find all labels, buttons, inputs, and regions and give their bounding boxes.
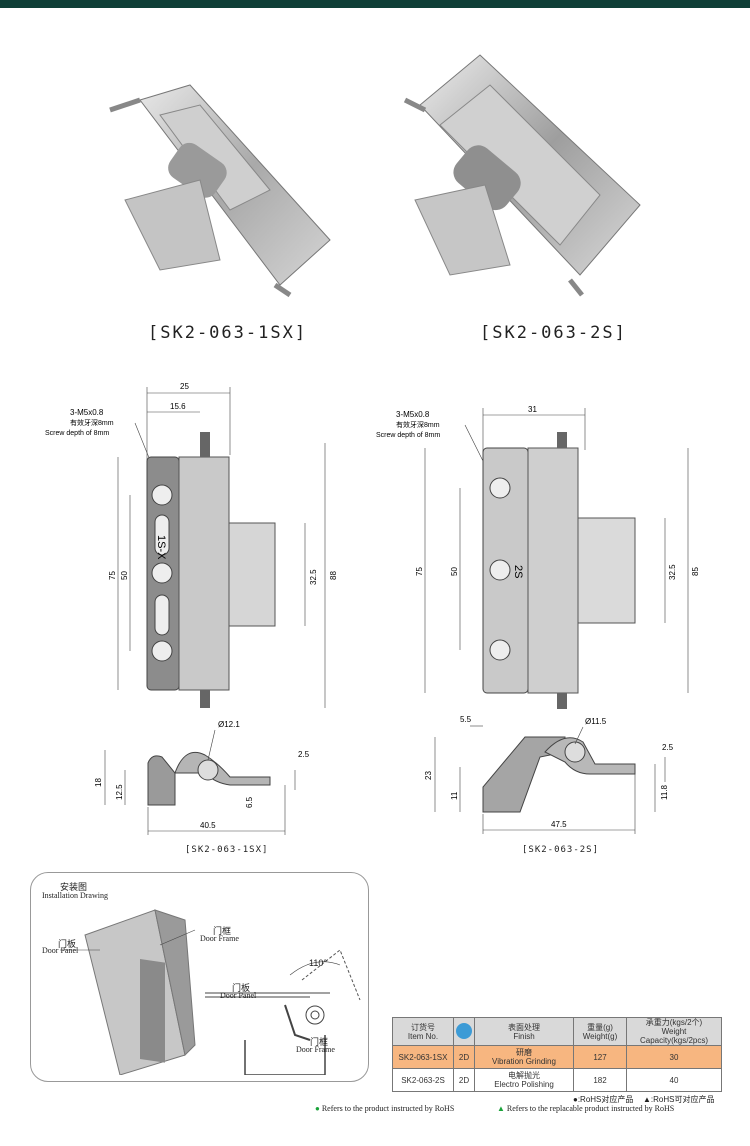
header-finish-code <box>453 1017 475 1046</box>
dim-47-5: 47.5 <box>551 820 567 829</box>
technical-drawing-2s: 31 3-M5x0.8 有效牙深8mm Screw depth of 8mm 2… <box>376 405 700 709</box>
dim-dia-11-5: Ø11.5 <box>585 717 607 726</box>
installation-drawing-box <box>30 872 369 1082</box>
dim-inner-width: 15.6 <box>170 402 186 411</box>
screw-note2-line1: 3-M5x0.8 <box>396 410 430 419</box>
legend-rohs-cn: ●:RoHS对应产品 <box>573 1095 634 1104</box>
dim-11-8: 11.8 <box>660 784 669 800</box>
door-panel2-label-cn: 门板 <box>232 983 251 993</box>
angle-label: 110° <box>309 958 327 968</box>
dim-dia-12-1: Ø12.1 <box>218 720 240 729</box>
dim-85: 85 <box>691 567 700 576</box>
side-text-2: 2S <box>512 565 524 578</box>
section-caption-2s: [SK2-063-2S] <box>522 845 600 855</box>
product-caption-2s: [SK2-063-2S] <box>480 323 627 343</box>
header-capacity: 承重力(kgs/2个)Weight Capacity(kgs/2pcs) <box>626 1017 722 1046</box>
dim-t2-5: 2.5 <box>298 750 310 759</box>
screw-note2-line2: 有效牙深8mm <box>396 420 440 429</box>
section-view-2s: 47.5 5.5 Ø11.5 2.5 23 11 11.8 <box>424 715 674 834</box>
installation-illustration <box>60 909 361 1075</box>
door-panel2-label-en: Door Panel <box>220 991 257 1000</box>
legend-rohs-en: ● Refers to the product instructed by Ro… <box>315 1104 455 1113</box>
dim-5-5: 5.5 <box>460 715 472 724</box>
dim-6-5: 6.5 <box>245 796 254 808</box>
door-frame-label-cn: 门框 <box>213 926 232 936</box>
rohs-dot-icon: ● <box>315 1104 320 1113</box>
dim-top-width: 25 <box>180 382 189 391</box>
legend-replace-cn: ▲:RoHS可对应产品 <box>643 1095 715 1104</box>
dim-12-5: 12.5 <box>115 784 124 800</box>
product-caption-1sx: [SK2-063-1SX] <box>148 323 308 343</box>
screw-note-line1: 3-M5x0.8 <box>70 408 104 417</box>
dim-23: 23 <box>424 771 433 780</box>
top-bar <box>0 0 750 8</box>
finish-code-icon <box>456 1022 472 1039</box>
dim-88: 88 <box>329 571 338 580</box>
section-view-1sx: 40.5 Ø12.1 2.5 18 12.5 6.5 <box>94 720 310 835</box>
dim-40-5: 40.5 <box>200 821 216 830</box>
screw-note2-line3: Screw depth of 8mm <box>376 432 440 439</box>
door-panel-label-cn: 门板 <box>58 939 77 949</box>
dim-75: 75 <box>108 571 117 580</box>
header-weight: 重量(g)Weight(g) <box>573 1017 627 1046</box>
dim-18: 18 <box>94 778 103 787</box>
legend-replace-en: ▲ Refers to the replacable product instr… <box>497 1104 675 1113</box>
technical-drawing-1sx: 25 15.6 3-M5x0.8 有效牙深8mm Screw depth of … <box>45 382 338 708</box>
screw-note-line3: Screw depth of 8mm <box>45 430 109 437</box>
dim-32-5-2: 32.5 <box>668 564 677 580</box>
door-frame2-label-cn: 门框 <box>310 1037 329 1047</box>
door-frame2-label-en: Door Frame <box>296 1045 335 1054</box>
dim-top-width-2: 31 <box>528 405 537 414</box>
dim-32-5: 32.5 <box>309 569 318 585</box>
installation-title-cn: 安装图 <box>60 882 88 892</box>
dim-50: 50 <box>120 571 129 580</box>
installation-title-en: Installation Drawing <box>42 891 108 900</box>
section-caption-1sx: [SK2-063-1SX] <box>185 845 269 855</box>
replace-triangle-icon: ▲ <box>497 1104 505 1113</box>
hinge-photo-2s <box>403 54 641 297</box>
dim-75-2: 75 <box>415 567 424 576</box>
hinge-photo-1sx <box>109 84 331 298</box>
dim-50-2: 50 <box>450 567 459 576</box>
dim-t2-5-2: 2.5 <box>662 743 674 752</box>
side-text: 1S-X <box>155 535 167 560</box>
dim-11: 11 <box>450 791 459 800</box>
screw-note-line2: 有效牙深8mm <box>70 418 114 427</box>
door-panel-label-en: Door Panel <box>42 946 79 955</box>
door-frame-label-en: Door Frame <box>200 934 239 943</box>
